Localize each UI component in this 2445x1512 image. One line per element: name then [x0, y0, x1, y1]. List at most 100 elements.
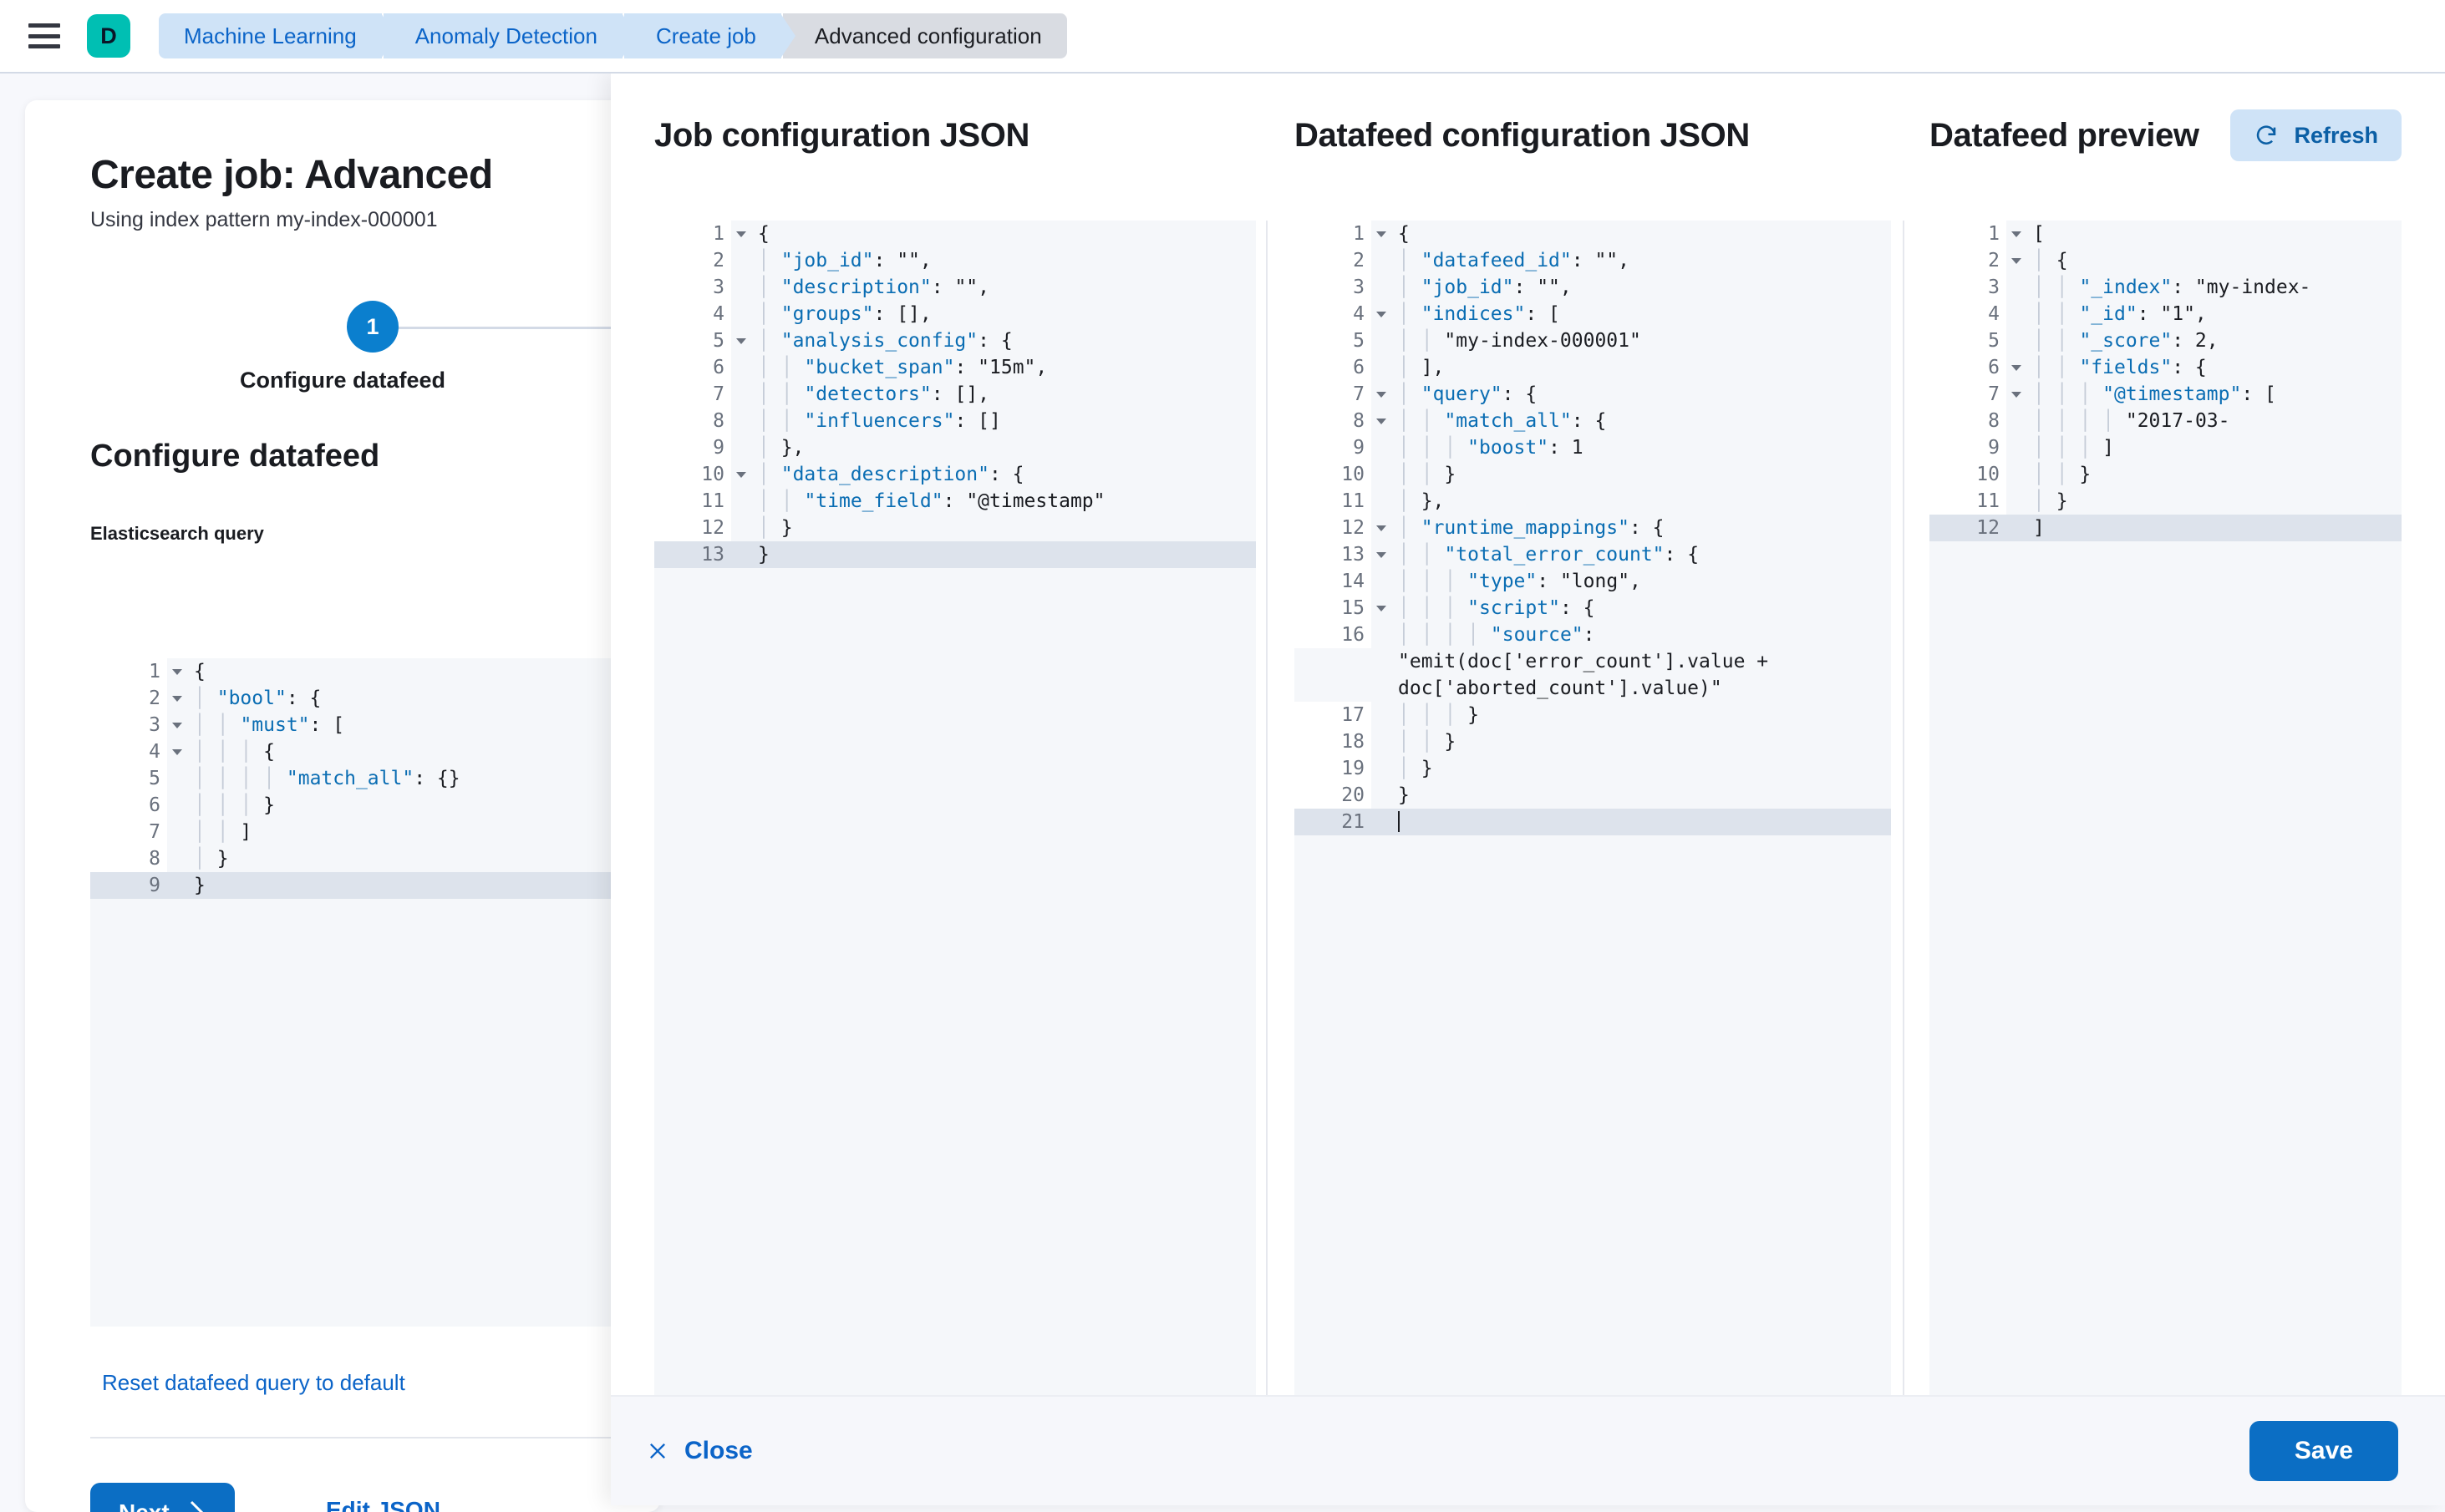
- code-line[interactable]: 11│ }: [1929, 488, 2402, 515]
- code-line[interactable]: 4│ │ "_id": "1",: [1929, 301, 2402, 327]
- code-line[interactable]: 12│ "runtime_mappings": {: [1294, 515, 1891, 541]
- line-number: 5: [1294, 327, 1371, 354]
- code-line[interactable]: 10│ │ }: [1294, 461, 1891, 488]
- close-button[interactable]: Close: [646, 1437, 753, 1465]
- code-line[interactable]: 4│ │ │ {: [90, 738, 652, 765]
- page-subtitle: Using index pattern my-index-000001: [90, 208, 438, 231]
- code-content: [1371, 809, 1891, 835]
- breadcrumb-item-create-job[interactable]: Create job: [623, 13, 796, 58]
- step-indicator: 1: [90, 301, 660, 356]
- code-line[interactable]: 9}: [90, 872, 652, 899]
- code-line[interactable]: 9│ │ │ "boost": 1: [1294, 434, 1891, 461]
- code-line[interactable]: 13}: [654, 541, 1256, 568]
- elasticsearch-query-editor[interactable]: 1{2│ "bool": {3│ │ "must": [4│ │ │ {5│ │…: [90, 658, 652, 1327]
- code-line[interactable]: 7│ │ │ "@timestamp": [: [1929, 381, 2402, 408]
- line-number: 13: [1294, 541, 1386, 568]
- line-number: 3: [1294, 274, 1371, 301]
- code-line[interactable]: 14│ │ │ "type": "long",: [1294, 568, 1891, 595]
- code-line[interactable]: 3│ │ "must": [: [90, 712, 652, 738]
- edit-json-link[interactable]: Edit JSON: [326, 1497, 440, 1512]
- line-number: 1: [654, 221, 746, 247]
- line-number: 7: [1294, 381, 1386, 408]
- code-content: }: [731, 541, 1256, 568]
- code-line[interactable]: 4│ "indices": [: [1294, 301, 1891, 327]
- refresh-button-label: Refresh: [2294, 122, 2378, 148]
- datafeed-configuration-json-editor[interactable]: 1{2│ "datafeed_id": "",3│ "job_id": "",4…: [1294, 221, 1891, 1395]
- code-line[interactable]: 10│ │ }: [1929, 461, 2402, 488]
- code-content: │ {: [2006, 247, 2402, 274]
- reset-datafeed-query-link[interactable]: Reset datafeed query to default: [102, 1370, 405, 1395]
- next-button[interactable]: Next: [90, 1483, 235, 1512]
- breadcrumb-item-anomaly-detection[interactable]: Anomaly Detection: [383, 13, 638, 58]
- code-line[interactable]: 10│ "data_description": {: [654, 461, 1256, 488]
- code-content: │ │ │ "type": "long",: [1371, 568, 1891, 595]
- code-line[interactable]: 2│ {: [1929, 247, 2402, 274]
- line-number: 10: [654, 461, 746, 488]
- line-number: 6: [90, 792, 167, 819]
- code-line[interactable]: 9│ },: [654, 434, 1256, 461]
- code-line[interactable]: 16│ │ │ │ "source": "emit(doc['error_cou…: [1294, 622, 1891, 702]
- code-line[interactable]: 5│ │ │ │ "match_all": {}: [90, 765, 652, 792]
- code-line[interactable]: 5│ "analysis_config": {: [654, 327, 1256, 354]
- breadcrumb-item-advanced-configuration[interactable]: Advanced configuration: [782, 13, 1067, 58]
- code-line[interactable]: 3│ │ "_index": "my-index-000001",: [1929, 274, 2402, 327]
- code-line[interactable]: 2│ "datafeed_id": "",: [1294, 247, 1891, 274]
- advanced-configuration-flyout: Job configuration JSON 1{2│ "job_id": ""…: [611, 74, 2445, 1505]
- line-number: 7: [1929, 381, 2021, 408]
- code-content: │ "indices": [: [1371, 301, 1891, 327]
- code-line[interactable]: 3│ "description": "",: [654, 274, 1256, 301]
- step-circle-1[interactable]: 1: [347, 301, 399, 353]
- code-content: │ │ │ }: [1371, 702, 1891, 728]
- code-content: │ }: [2006, 488, 2402, 515]
- code-line[interactable]: 12│ }: [654, 515, 1256, 541]
- code-line[interactable]: 6│ ],: [1294, 354, 1891, 381]
- code-line[interactable]: 13│ │ "total_error_count": {: [1294, 541, 1891, 568]
- code-content: │ │ │ ]: [2006, 434, 2402, 461]
- code-content: │ │ │ │ "source": "emit(doc['error_count…: [1371, 622, 1891, 702]
- code-line[interactable]: 5│ │ "my-index-000001": [1294, 327, 1891, 354]
- code-line[interactable]: 15│ │ │ "script": {: [1294, 595, 1891, 622]
- code-line[interactable]: 1{: [654, 221, 1256, 247]
- code-line[interactable]: 1[: [1929, 221, 2402, 247]
- code-line[interactable]: 8│ │ "match_all": {: [1294, 408, 1891, 434]
- line-number: 2: [90, 685, 182, 712]
- code-line[interactable]: 12]: [1929, 515, 2402, 541]
- code-line[interactable]: 6│ │ "fields": {: [1929, 354, 2402, 381]
- code-line[interactable]: 17│ │ │ }: [1294, 702, 1891, 728]
- code-line[interactable]: 1{: [90, 658, 652, 685]
- code-content: │ │ │ {: [167, 738, 652, 765]
- code-line[interactable]: 18│ │ }: [1294, 728, 1891, 755]
- job-configuration-json-editor[interactable]: 1{2│ "job_id": "",3│ "description": "",4…: [654, 221, 1256, 1395]
- code-line[interactable]: 11│ │ "time_field": "@timestamp": [654, 488, 1256, 515]
- code-line[interactable]: 8│ }: [90, 845, 652, 872]
- hamburger-icon[interactable]: [28, 23, 60, 48]
- refresh-button[interactable]: Refresh: [2230, 109, 2402, 161]
- code-line[interactable]: 1{: [1294, 221, 1891, 247]
- code-line[interactable]: 2│ "job_id": "",: [654, 247, 1256, 274]
- line-number: 12: [1294, 515, 1386, 541]
- avatar[interactable]: D: [87, 14, 130, 58]
- code-line[interactable]: 20}: [1294, 782, 1891, 809]
- code-line[interactable]: 3│ "job_id": "",: [1294, 274, 1891, 301]
- code-line[interactable]: 7│ │ ]: [90, 819, 652, 845]
- code-line[interactable]: 19│ }: [1294, 755, 1891, 782]
- code-line[interactable]: 8│ │ │ │ "2017-03-23T13:00:00.000Z": [1929, 408, 2402, 461]
- code-line[interactable]: 21: [1294, 809, 1891, 835]
- code-line[interactable]: 5│ │ "_score": 2,: [1929, 327, 2402, 354]
- breadcrumb-item-machine-learning[interactable]: Machine Learning: [159, 13, 396, 58]
- code-content: │ "bool": {: [167, 685, 652, 712]
- save-button[interactable]: Save: [2249, 1421, 2398, 1481]
- code-content: │ │ │ "boost": 1: [1371, 434, 1891, 461]
- code-line[interactable]: 6│ │ │ }: [90, 792, 652, 819]
- code-line[interactable]: 2│ "bool": {: [90, 685, 652, 712]
- code-line[interactable]: 9│ │ │ ]: [1929, 434, 2402, 461]
- code-line[interactable]: 8│ │ "influencers": []: [654, 408, 1256, 434]
- code-line[interactable]: 6│ │ "bucket_span": "15m",: [654, 354, 1256, 381]
- code-content: │ │ │ │ "match_all": {}: [167, 765, 652, 792]
- code-line[interactable]: 11│ },: [1294, 488, 1891, 515]
- code-line[interactable]: 7│ "query": {: [1294, 381, 1891, 408]
- code-line[interactable]: 7│ │ "detectors": [],: [654, 381, 1256, 408]
- code-line[interactable]: 4│ "groups": [],: [654, 301, 1256, 327]
- code-content: │ }: [731, 515, 1256, 541]
- datafeed-preview-editor[interactable]: 1[2│ {3│ │ "_index": "my-index-000001",4…: [1929, 221, 2402, 1395]
